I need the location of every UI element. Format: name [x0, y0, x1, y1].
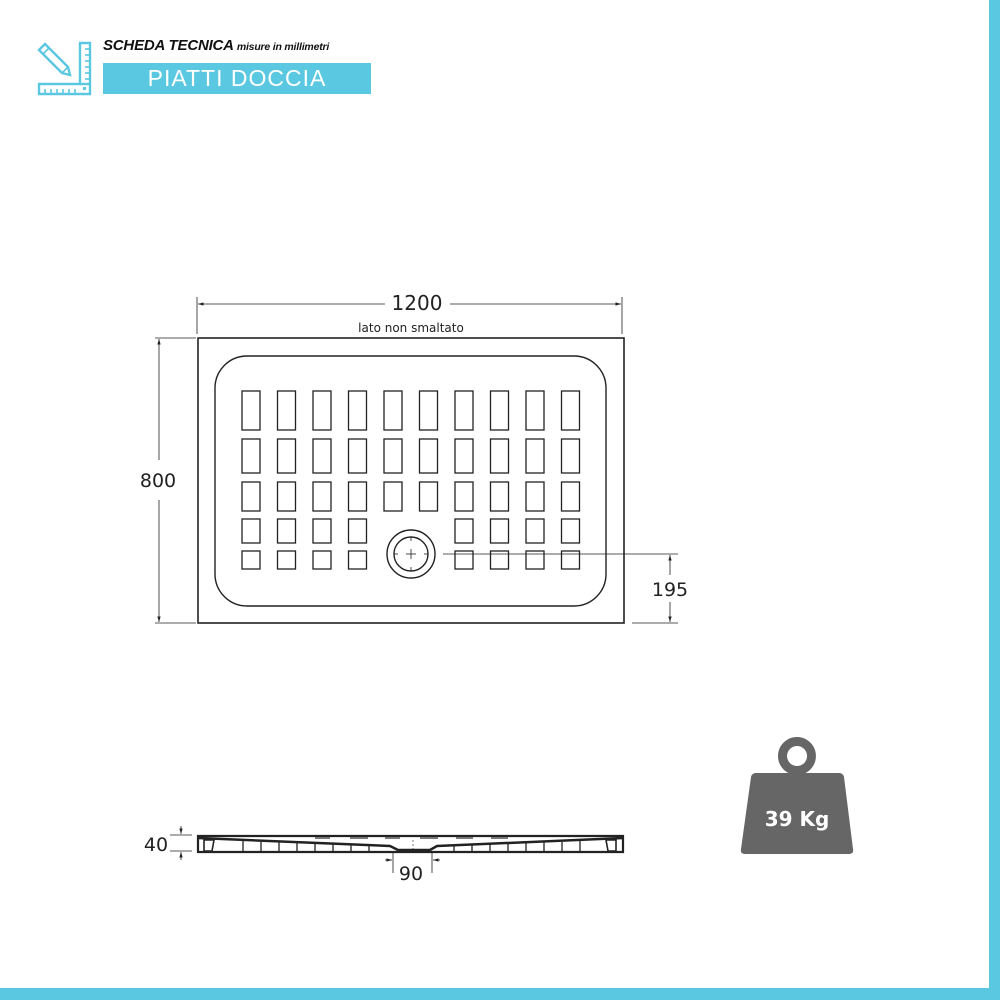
- subtitle-text: misure in millimetri: [236, 41, 330, 53]
- plan-view: [155, 297, 678, 624]
- category-banner: PIATTI DOCCIA: [103, 63, 371, 94]
- weight-icon: [740, 737, 854, 854]
- accent-border-bottom: [0, 988, 1000, 1000]
- section-view: [170, 826, 625, 873]
- drain-offset-label: 195: [652, 579, 688, 601]
- depth-dimension-label: 800: [140, 470, 176, 492]
- tray-outline: [197, 337, 625, 624]
- drain-symbol: [386, 529, 436, 579]
- tray-basin: [214, 355, 607, 607]
- weight-label: 39 Kg: [765, 807, 830, 831]
- width-dimension-label: 1200: [392, 291, 443, 315]
- title-text: SCHEDA TECNICA: [103, 37, 234, 54]
- accent-border-right: [989, 0, 1000, 1000]
- anti-slip-pattern: [241, 390, 581, 570]
- height-dimension-label: 40: [144, 834, 168, 856]
- ruler-pencil-icon: [37, 41, 92, 96]
- drain-diameter-label: 90: [399, 863, 423, 885]
- unglazed-side-note: lato non smaltato: [358, 321, 464, 335]
